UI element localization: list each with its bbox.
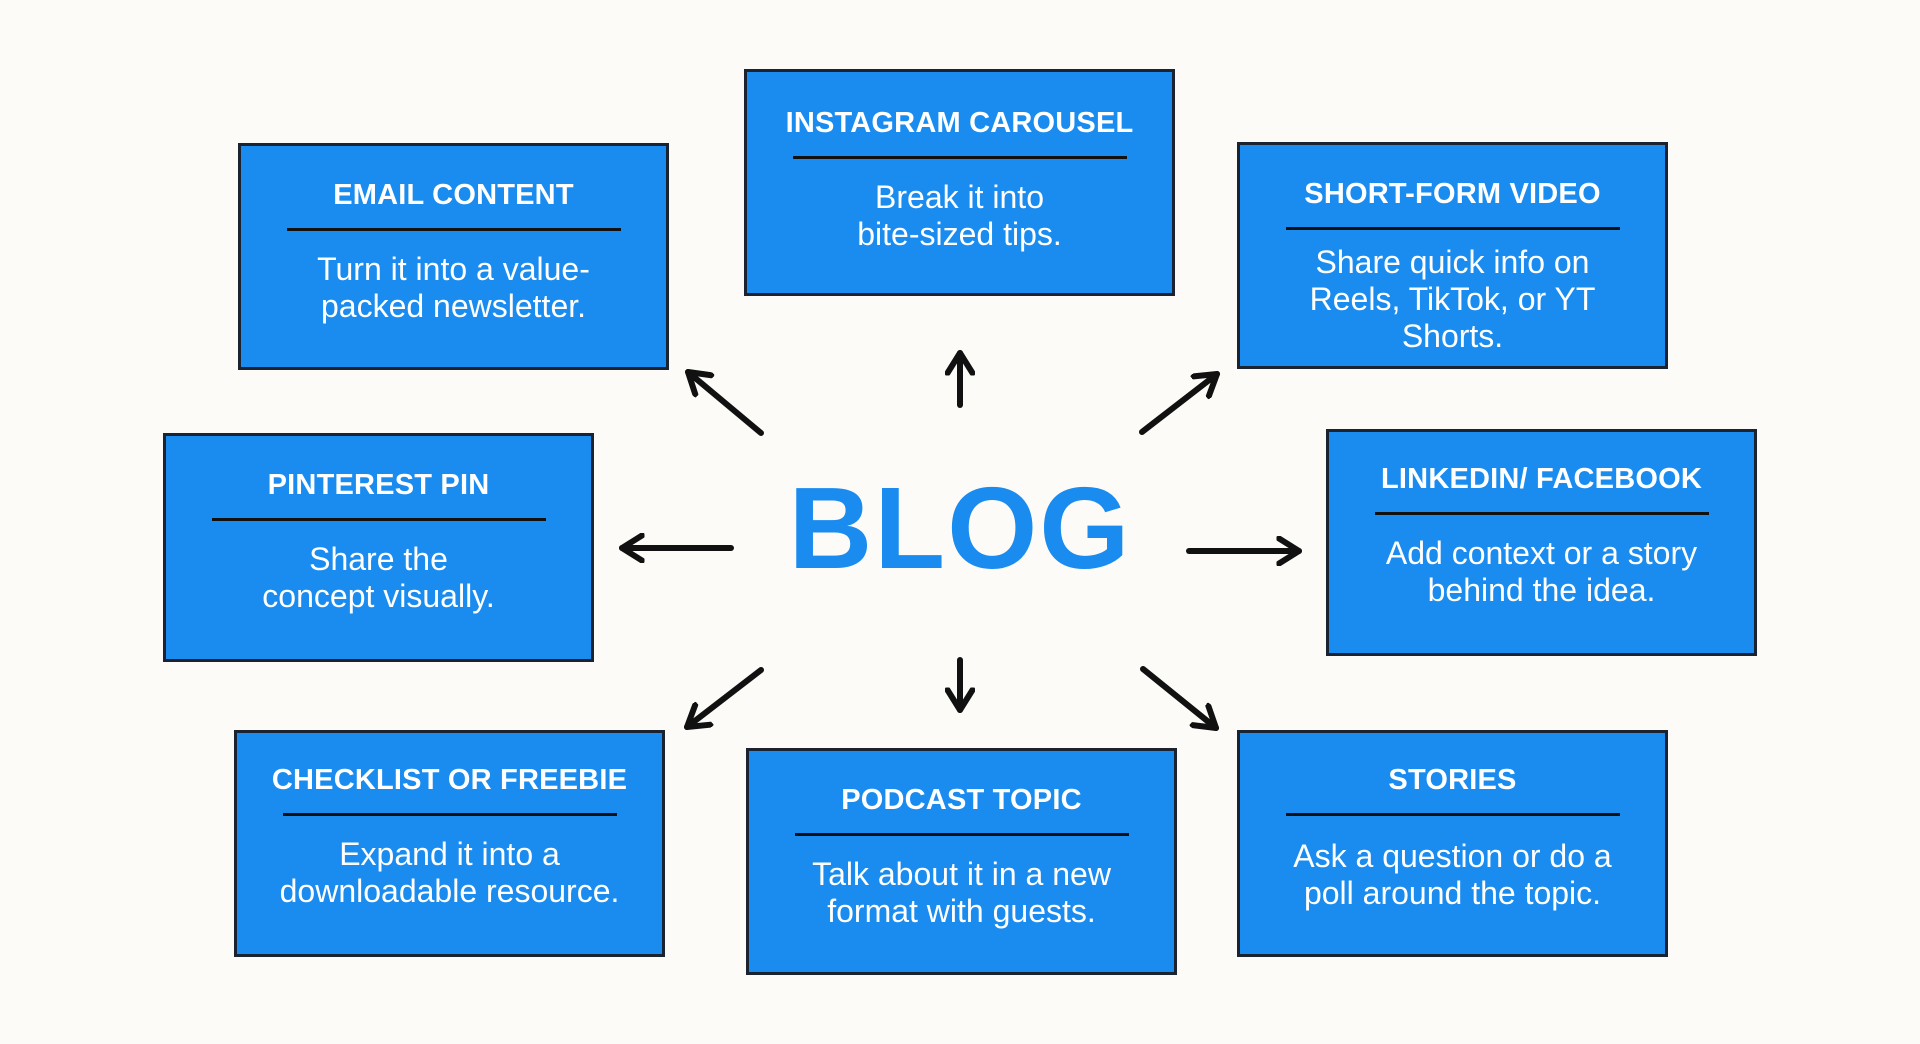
title-underline <box>792 155 1127 159</box>
card-title: EMAIL CONTENT <box>333 179 574 211</box>
card-description: Talk about it in a new format with guest… <box>812 855 1111 929</box>
card-title: STORIES <box>1388 764 1517 796</box>
arrow-to-stories <box>1140 666 1219 731</box>
title-underline <box>794 832 1129 836</box>
card-description: Share the concept visually. <box>262 540 495 614</box>
title-underline <box>1285 812 1620 816</box>
card-description: Turn it into a value- packed newsletter. <box>317 250 590 324</box>
card-description: Ask a question or do a poll around the t… <box>1293 837 1612 911</box>
card-stories: STORIES Ask a question or do a poll arou… <box>1237 730 1668 957</box>
arrow-to-short-form-video <box>1139 371 1220 435</box>
title-underline <box>1374 511 1709 515</box>
card-instagram-carousel: INSTAGRAM CAROUSEL Break it into bite-si… <box>744 69 1175 296</box>
card-linkedin-facebook: LINKEDIN/ FACEBOOK Add context or a stor… <box>1326 429 1757 656</box>
card-title: CHECKLIST OR FREEBIE <box>271 764 628 796</box>
card-title: PODCAST TOPIC <box>841 784 1082 816</box>
card-description: Share quick info on Reels, TikTok, or YT… <box>1309 243 1596 354</box>
title-underline <box>282 812 617 816</box>
blog-center-label: BLOG <box>788 463 1132 593</box>
arrow-to-email-content <box>685 369 764 436</box>
card-description: Break it into bite-sized tips. <box>857 178 1062 252</box>
card-description: Add context or a story behind the idea. <box>1385 534 1698 608</box>
card-title: LINKEDIN/ FACEBOOK <box>1381 463 1702 495</box>
card-pinterest-pin: PINTEREST PIN Share the concept visually… <box>163 433 594 662</box>
card-podcast-topic: PODCAST TOPIC Talk about it in a new for… <box>746 748 1177 975</box>
card-title: SHORT-FORM VIDEO <box>1304 178 1601 210</box>
card-description: Expand it into a downloadable resource. <box>279 835 620 909</box>
title-underline <box>1285 226 1620 230</box>
card-title: PINTEREST PIN <box>267 469 490 501</box>
card-title: INSTAGRAM CAROUSEL <box>785 107 1134 139</box>
card-email-content: EMAIL CONTENT Turn it into a value- pack… <box>238 143 669 370</box>
title-underline <box>211 517 546 521</box>
card-short-form-video: SHORT-FORM VIDEO Share quick info on Ree… <box>1237 142 1668 369</box>
arrow-to-checklist-freebie <box>684 667 764 730</box>
card-checklist-freebie: CHECKLIST OR FREEBIE Expand it into a do… <box>234 730 665 957</box>
title-underline <box>286 227 621 231</box>
